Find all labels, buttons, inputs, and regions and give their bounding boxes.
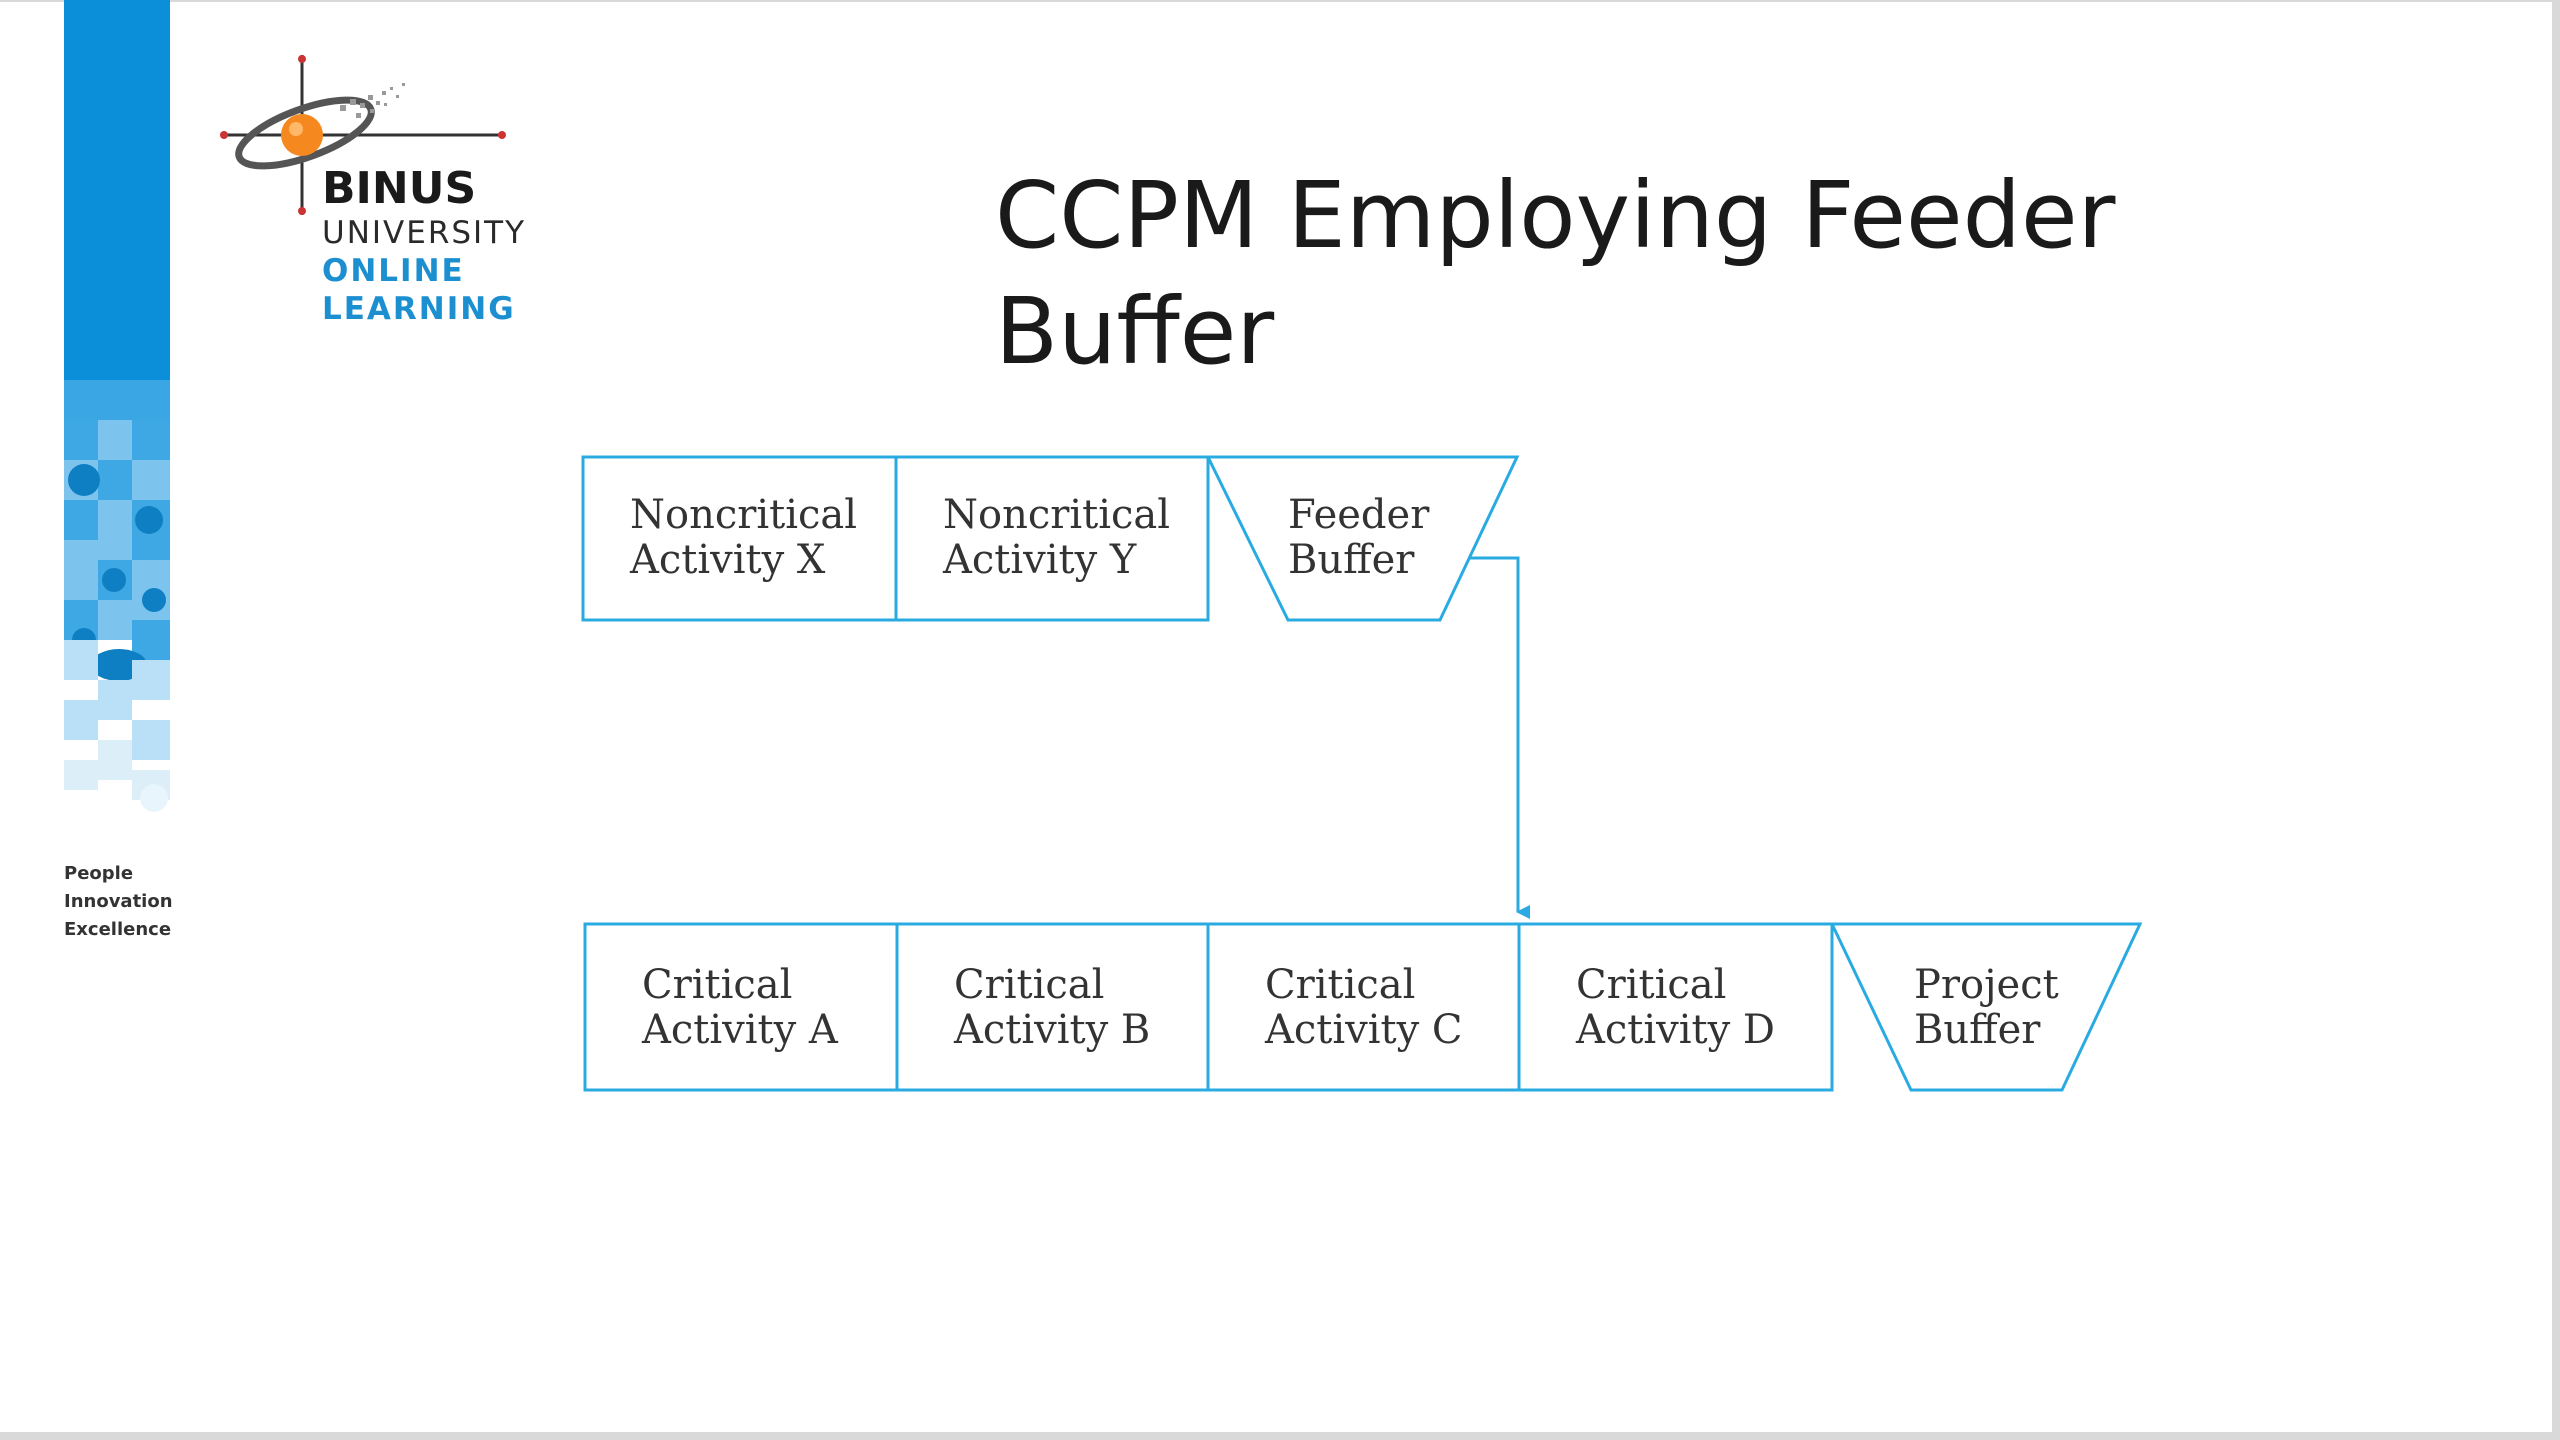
noncritical-activity-y-box (894, 455, 1210, 622)
logo-binus-text: BINUS (322, 163, 477, 214)
noncritical-activity-x-label-line1: Noncritical (630, 492, 857, 538)
tagline-line-innovation: Innovation (64, 891, 173, 912)
binus-logo-mark-icon (220, 55, 506, 215)
critical-activity-a-label-line2: Activity A (641, 1007, 839, 1053)
slide-frame-bottom (0, 1432, 2560, 1440)
noncritical-activity-y-label-line1: Noncritical (943, 492, 1170, 538)
project-buffer-label-line2: Buffer (1914, 1007, 2041, 1053)
noncritical-activity-y-label-line2: Activity Y (942, 537, 1137, 583)
critical-activity-b-label-line1: Critical (954, 962, 1104, 1008)
slide-frame-right (2552, 0, 2560, 1440)
decorative-side-strip (64, 0, 170, 812)
tagline: People Innovation Excellence (64, 860, 173, 944)
logo-university-text: UNIVERSITY (322, 215, 527, 251)
logo-learning-text: LEARNING (322, 291, 516, 327)
binus-logo: BINUS UNIVERSITY ONLINE LEARNING (220, 55, 540, 345)
critical-activity-d-label-line2: Activity D (1575, 1007, 1775, 1053)
critical-activity-c-label-line1: Critical (1265, 962, 1415, 1008)
tagline-line-people: People (64, 863, 134, 884)
feeder-connector-arrow (1470, 556, 1530, 919)
project-buffer-shape (1829, 922, 2143, 1092)
critical-activity-a-label-line1: Critical (642, 962, 792, 1008)
project-buffer-label-line1: Project (1914, 962, 2059, 1008)
critical-activity-d-box (1517, 922, 1834, 1092)
slide-frame-top (0, 0, 2560, 2)
critical-activity-c-label-line2: Activity C (1264, 1007, 1463, 1053)
feeder-buffer-shape (1205, 455, 1520, 622)
tagline-line-excellence: Excellence (64, 919, 172, 940)
slide-title: CCPM Employing Feeder Buffer (995, 162, 2116, 385)
noncritical-activity-x-label-line2: Activity X (629, 537, 826, 583)
logo-online-text: ONLINE (322, 253, 465, 289)
critical-activity-b-label-line2: Activity B (953, 1007, 1150, 1053)
feeder-buffer-label-line2: Buffer (1288, 537, 1415, 583)
critical-activity-d-label-line1: Critical (1576, 962, 1726, 1008)
feeder-buffer-label-line1: Feeder (1288, 492, 1430, 538)
